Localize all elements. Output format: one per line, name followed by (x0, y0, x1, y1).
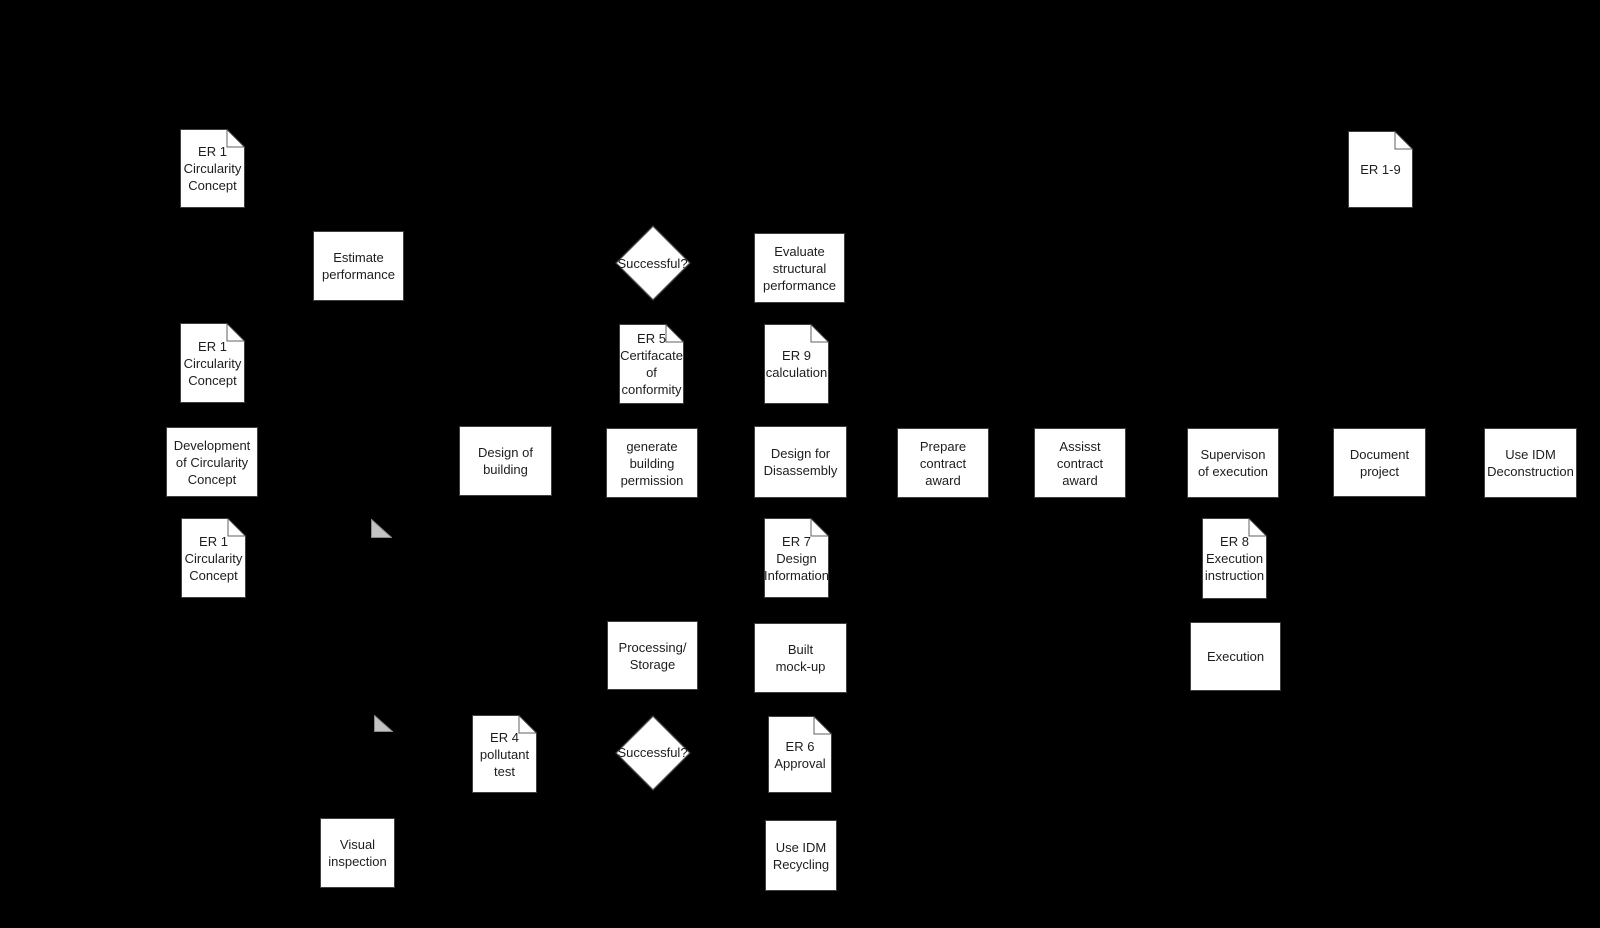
process-assisst-contract-award: Assisst contract award (1034, 428, 1126, 498)
process-built-mock-up: Built mock-up (754, 623, 847, 693)
arrowhead-lower (374, 715, 393, 732)
doc-er1-circularity-concept-middle: ER 1 Circularity Concept (180, 323, 245, 403)
document-shape-icon (180, 129, 245, 208)
process-prepare-contract-award: Prepare contract award (897, 428, 989, 498)
node-label: Use IDM Deconstruction (1487, 447, 1574, 479)
doc-er1-circularity-concept-bottom: ER 1 Circularity Concept (181, 518, 246, 598)
node-label: Assisst contract award (1056, 438, 1104, 488)
process-evaluate-structural-performance: Evaluate structural performance (754, 233, 845, 303)
node-label: Built mock-up (775, 642, 826, 674)
node-label: Design for Disassembly (763, 446, 838, 478)
process-design-of-building: Design of building (459, 426, 552, 496)
arrowhead-upper (371, 519, 392, 538)
document-shape-icon (472, 715, 537, 793)
process-use-idm-deconstruction: Use IDM Deconstruction (1484, 428, 1577, 498)
document-shape-icon (1202, 518, 1267, 599)
document-shape-icon (181, 518, 246, 598)
node-label: Visual inspection (328, 837, 387, 869)
node-label: Supervison of execution (1197, 447, 1269, 479)
doc-er1-circularity-concept-top: ER 1 Circularity Concept (180, 129, 245, 208)
node-label: Processing/ Storage (618, 639, 687, 672)
process-processing-storage: Processing/ Storage (607, 621, 698, 690)
decision-successful-bottom: Successful? (615, 715, 690, 790)
node-label: Use IDM Recycling (772, 839, 830, 872)
arrowhead-icon (371, 519, 392, 538)
document-shape-icon (1348, 131, 1413, 208)
process-design-for-disassembly: Design for Disassembly (754, 426, 847, 498)
node-label: Prepare contract award (919, 438, 967, 488)
document-shape-icon (768, 716, 832, 793)
node-label: Design of building (478, 445, 533, 477)
node-label: generate building permission (620, 438, 684, 488)
node-label: Document project (1349, 446, 1410, 479)
decision-successful-top: Successful? (615, 225, 690, 301)
process-document-project: Document project (1333, 428, 1426, 497)
node-label: Evaluate structural performance (763, 243, 836, 293)
doc-er6-approval: ER 6 Approval (768, 716, 832, 793)
doc-er5-certifacate-of-conformity: ER 5 Certifacate of conformity (619, 324, 684, 404)
process-estimate-performance: Estimate performance (313, 231, 404, 301)
process-visual-inspection: Visual inspection (320, 818, 395, 888)
document-shape-icon (619, 324, 684, 404)
doc-er1-9: ER 1-9 (1348, 131, 1413, 208)
doc-er8-execution-instruction: ER 8 Execution instruction (1202, 518, 1267, 599)
node-label: Execution (1206, 649, 1265, 664)
doc-er7-design-information: ER 7 Design Information (764, 518, 829, 598)
process-development-of-circularity-concept: Development of Circularity Concept (166, 427, 258, 497)
process-generate-building-permission: generate building permission (606, 428, 698, 498)
process-use-idm-recycling: Use IDM Recycling (765, 820, 837, 891)
node-label: Development of Circularity Concept (173, 437, 251, 487)
node-label: Estimate performance (322, 250, 395, 282)
doc-er4-pollutant-test: ER 4 pollutant test (472, 715, 537, 793)
diamond-shape (615, 225, 690, 301)
diamond-shape (615, 715, 690, 790)
document-shape-icon (180, 323, 245, 403)
arrowhead-icon (374, 715, 393, 732)
document-shape-icon (764, 324, 829, 404)
process-supervison-of-execution: Supervison of execution (1187, 428, 1279, 498)
doc-er9-calculation: ER 9 calculation (764, 324, 829, 404)
document-shape-icon (764, 518, 829, 598)
process-execution: Execution (1190, 622, 1281, 691)
